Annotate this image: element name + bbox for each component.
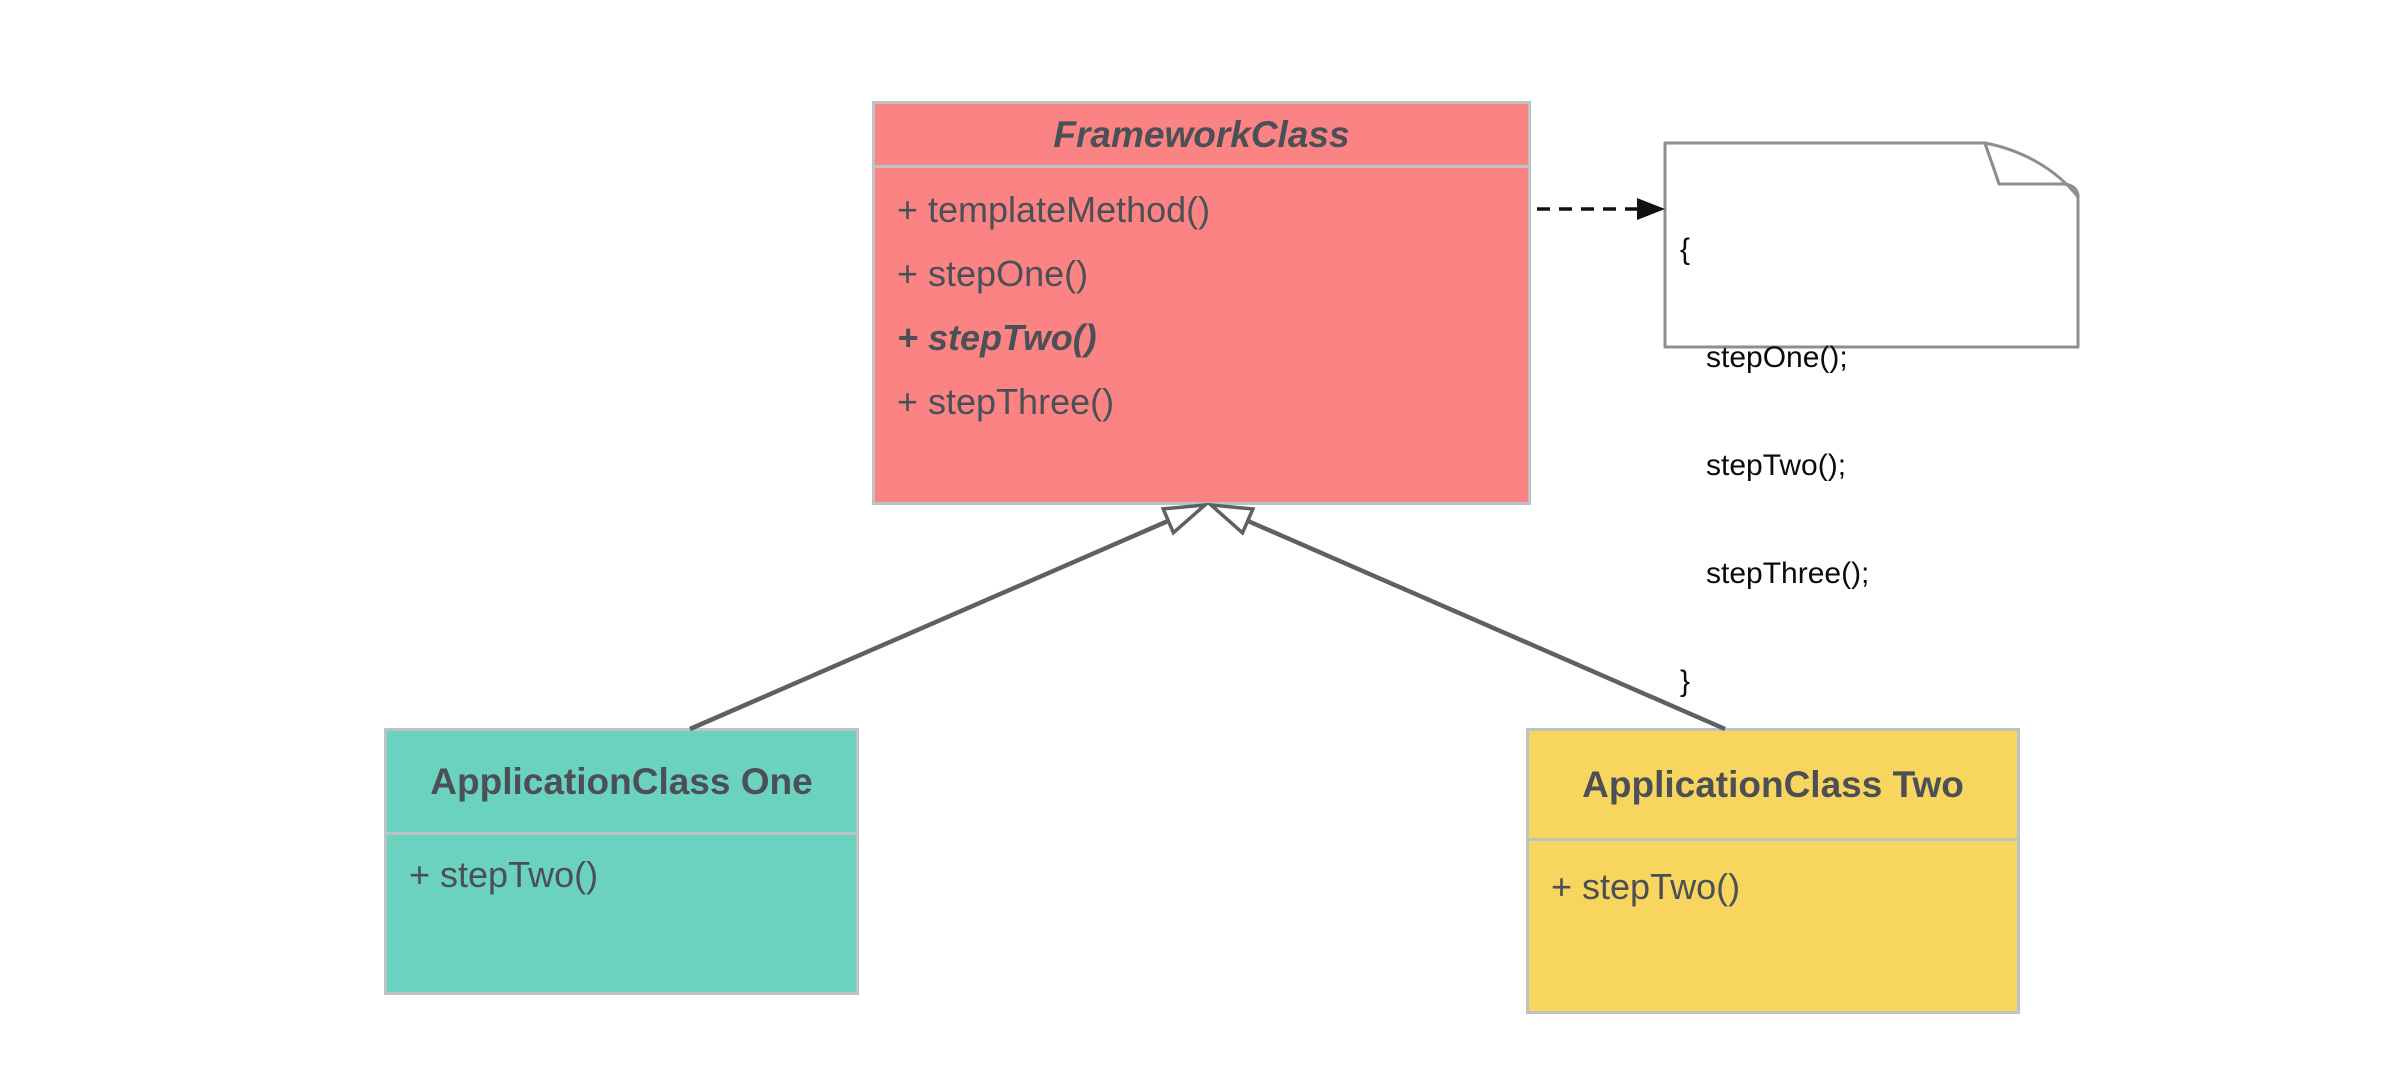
method-step-three: + stepThree() xyxy=(897,381,1115,422)
note-line-step-two: stepTwo(); xyxy=(1706,449,1847,482)
note-line-step-three: stepThree(); xyxy=(1706,557,1870,590)
note-corner-fold-icon xyxy=(1983,141,2080,199)
generalization-line-left xyxy=(689,518,1169,732)
class-title-application-one: ApplicationClass One xyxy=(387,731,856,835)
class-box-application-two: ApplicationClass Two + stepTwo() xyxy=(1526,728,2020,1014)
note-line-step-one: stepOne(); xyxy=(1706,341,1848,374)
method-step-one: + stepOne() xyxy=(897,253,1089,294)
class-title-application-two: ApplicationClass Two xyxy=(1529,731,2017,841)
note-line-close-brace: } xyxy=(1680,665,1691,698)
class-box-application-one: ApplicationClass One + stepTwo() xyxy=(384,728,859,995)
note-line-open-brace: { xyxy=(1680,233,1691,266)
method-step-two-abstract: + stepTwo() xyxy=(897,317,1097,358)
class-methods-application-one: + stepTwo() xyxy=(387,835,856,903)
dependency-arrowhead-icon xyxy=(1637,198,1665,220)
generalization-arrowhead-left-icon xyxy=(1160,502,1211,536)
method-step-two-app-two: + stepTwo() xyxy=(1551,866,1741,907)
generalization-arrowhead-right-icon xyxy=(1205,502,1256,536)
class-box-framework: FrameworkClass + templateMethod() + step… xyxy=(872,101,1531,505)
generalization-line-right xyxy=(1247,518,1726,732)
class-methods-framework: + templateMethod() + stepOne() + stepTwo… xyxy=(875,168,1528,434)
method-template-method: + templateMethod() xyxy=(897,189,1211,230)
note-code-block: { stepOne(); stepTwo(); stepThree(); } xyxy=(1680,160,1869,772)
method-step-two-app-one: + stepTwo() xyxy=(409,854,599,895)
class-title-framework: FrameworkClass xyxy=(875,104,1528,168)
class-methods-application-two: + stepTwo() xyxy=(1529,841,2017,915)
